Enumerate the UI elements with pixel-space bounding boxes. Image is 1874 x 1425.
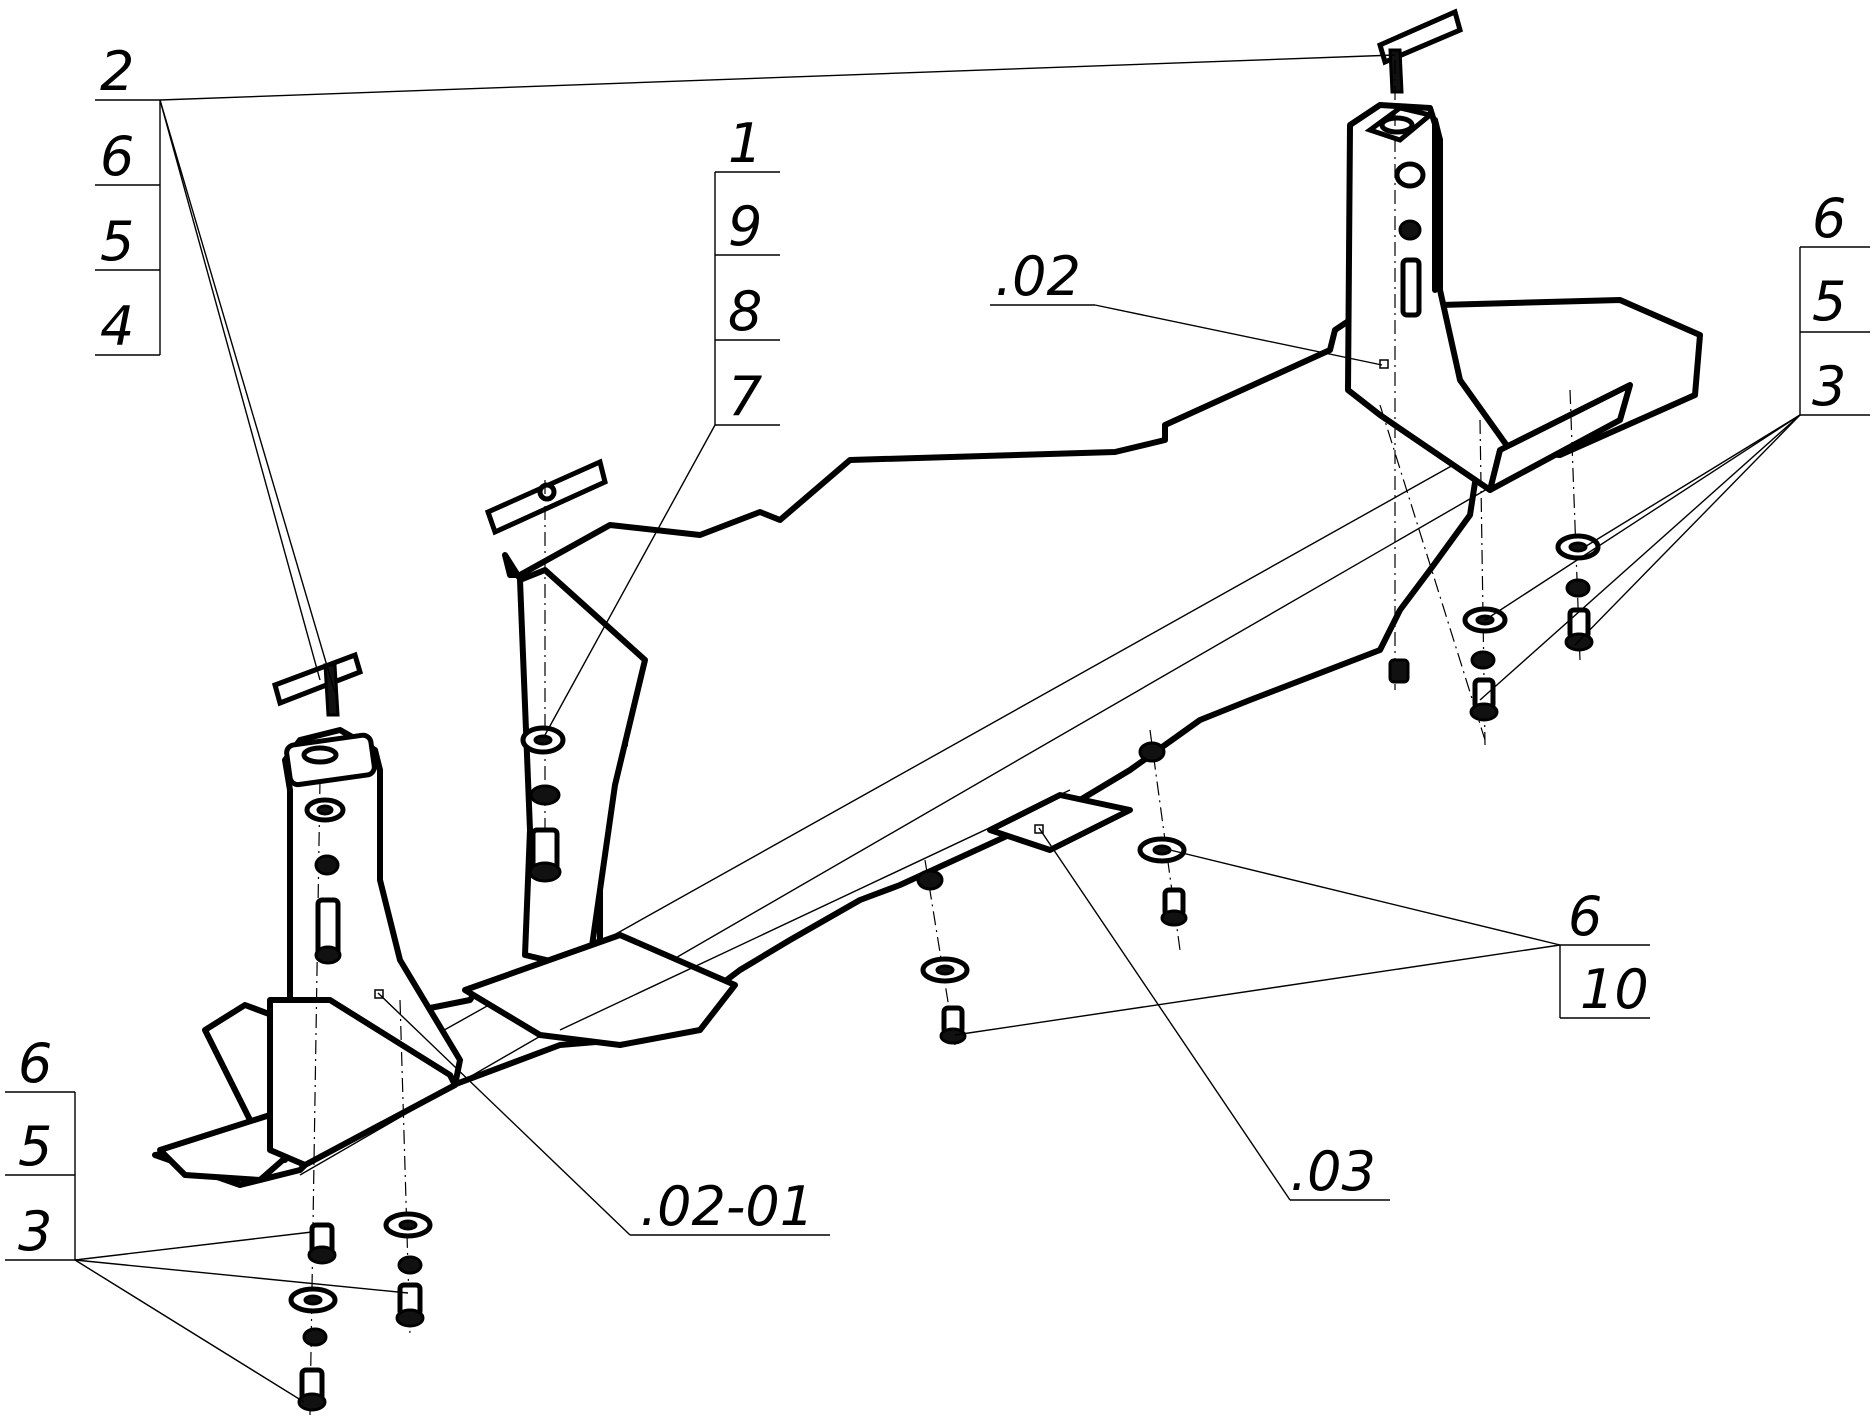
callout-label: 10 [1580, 958, 1649, 1021]
callout-fasteners-mid: 6 10 [1559, 885, 1650, 1021]
part-02-label: .02 [995, 245, 1081, 308]
callout-label: 6 [18, 1032, 52, 1095]
washer-icon [383, 1211, 433, 1239]
washer-icon [520, 725, 566, 755]
bolt-icon [1564, 607, 1594, 652]
callout-label: 5 [100, 210, 134, 273]
bolt-icon [528, 827, 562, 883]
callout-label: 4 [100, 295, 134, 358]
callout-label: 6 [100, 125, 134, 188]
callout-label: 5 [1812, 270, 1846, 333]
washer-icon [920, 956, 970, 984]
bolt-icon [1469, 677, 1499, 722]
callout-label: 8 [728, 280, 762, 343]
callout-label: 6 [1568, 885, 1602, 948]
washer-icon [1555, 533, 1601, 561]
washer-icon [1394, 161, 1426, 189]
callout-right: 6 5 3 [1799, 187, 1870, 418]
callout-label: 3 [18, 1200, 52, 1263]
callout-label: 7 [728, 365, 762, 428]
washer-icon [1137, 836, 1187, 864]
bolt-icon [395, 1282, 425, 1328]
bolt-icon [314, 897, 342, 965]
callout-label: 1 [728, 112, 762, 175]
callout-label: 9 [728, 195, 762, 258]
callout-bottom-left: 6 5 3 [5, 1032, 76, 1263]
washer-icon [288, 1286, 338, 1314]
bolt-icon [307, 1222, 337, 1265]
part-02-01-label: .02-01 [640, 1175, 814, 1238]
spring-washer-icon [1470, 650, 1496, 670]
left-bracket [157, 727, 463, 1183]
part-03-label: .03 [1290, 1140, 1376, 1203]
clamp-plate-left [271, 651, 364, 717]
bolt-icon [1388, 658, 1410, 684]
clamp-plate-center [484, 458, 608, 536]
bolt-icon [297, 1367, 327, 1412]
right-bracket [1345, 102, 1633, 493]
callout-label: 5 [18, 1115, 52, 1178]
spring-washer-icon [1398, 219, 1422, 241]
bolt-icon [939, 1005, 967, 1045]
spring-washer-icon [314, 854, 340, 876]
fasteners [288, 161, 1601, 1412]
clamp-plate-right [1376, 8, 1463, 94]
spring-washer-icon [302, 1327, 328, 1347]
washer-icon [304, 797, 346, 823]
callout-label: 2 [100, 40, 134, 103]
spring-washer-icon [1565, 578, 1591, 598]
callout-top-left: 2 6 5 4 [95, 40, 161, 358]
spring-washer-icon [529, 784, 561, 806]
spring-washer-icon [1138, 741, 1166, 763]
bolt-icon [1160, 887, 1188, 927]
callout-label: 3 [1812, 355, 1846, 418]
callout-label: 6 [1812, 187, 1846, 250]
leader-lines [74, 54, 1801, 1403]
rear-plate [462, 789, 1133, 1048]
spring-washer-icon [916, 869, 944, 891]
spring-washer-icon [397, 1255, 423, 1275]
callout-center: 1 9 8 7 [714, 112, 780, 428]
bolt-icon [1400, 257, 1422, 318]
